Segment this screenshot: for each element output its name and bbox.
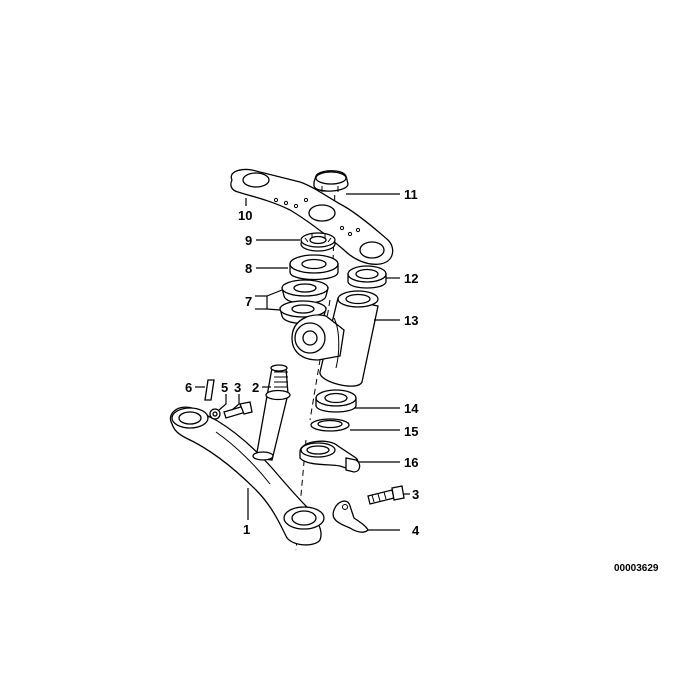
label-1: 1 xyxy=(243,522,250,537)
hex-bolt-right xyxy=(367,485,405,505)
slotted-nut xyxy=(300,232,336,252)
label-12: 12 xyxy=(404,271,418,286)
label-10: 10 xyxy=(238,208,252,223)
label-6: 6 xyxy=(185,380,192,395)
upper-bearing-race xyxy=(347,265,387,289)
hex-bolt-left xyxy=(223,401,253,419)
label-9: 9 xyxy=(245,233,252,248)
steering-lock-plate xyxy=(299,440,361,473)
label-13: 13 xyxy=(404,313,418,328)
callout-labels: 1 2 3 5 6 7 8 9 10 11 12 13 14 15 16 3 4 xyxy=(185,187,420,538)
label-5: 5 xyxy=(221,380,228,395)
pin xyxy=(204,379,215,401)
steering-head-tube xyxy=(291,290,379,387)
leader-lines xyxy=(195,193,410,531)
label-2: 2 xyxy=(252,380,259,395)
label-4: 4 xyxy=(412,523,420,538)
label-8: 8 xyxy=(245,261,252,276)
small-washer xyxy=(209,408,221,420)
label-3-right: 3 xyxy=(412,487,419,502)
label-7: 7 xyxy=(245,294,252,309)
upper-fork-bridge xyxy=(230,168,394,265)
label-3-left: 3 xyxy=(234,380,241,395)
label-15: 15 xyxy=(404,424,418,439)
reference-number: 00003629 xyxy=(614,563,659,574)
top-nut xyxy=(313,170,349,192)
upper-tapered-bearing xyxy=(281,279,329,305)
label-16: 16 xyxy=(404,455,418,470)
lower-fork-bridge xyxy=(169,406,325,546)
bearing-cover xyxy=(289,254,339,281)
lower-bearing-race xyxy=(315,389,357,413)
steering-stem xyxy=(252,364,291,461)
label-11: 11 xyxy=(404,187,418,202)
sealing-washer xyxy=(310,418,350,432)
label-14: 14 xyxy=(404,401,419,416)
mounting-bracket xyxy=(332,500,369,533)
